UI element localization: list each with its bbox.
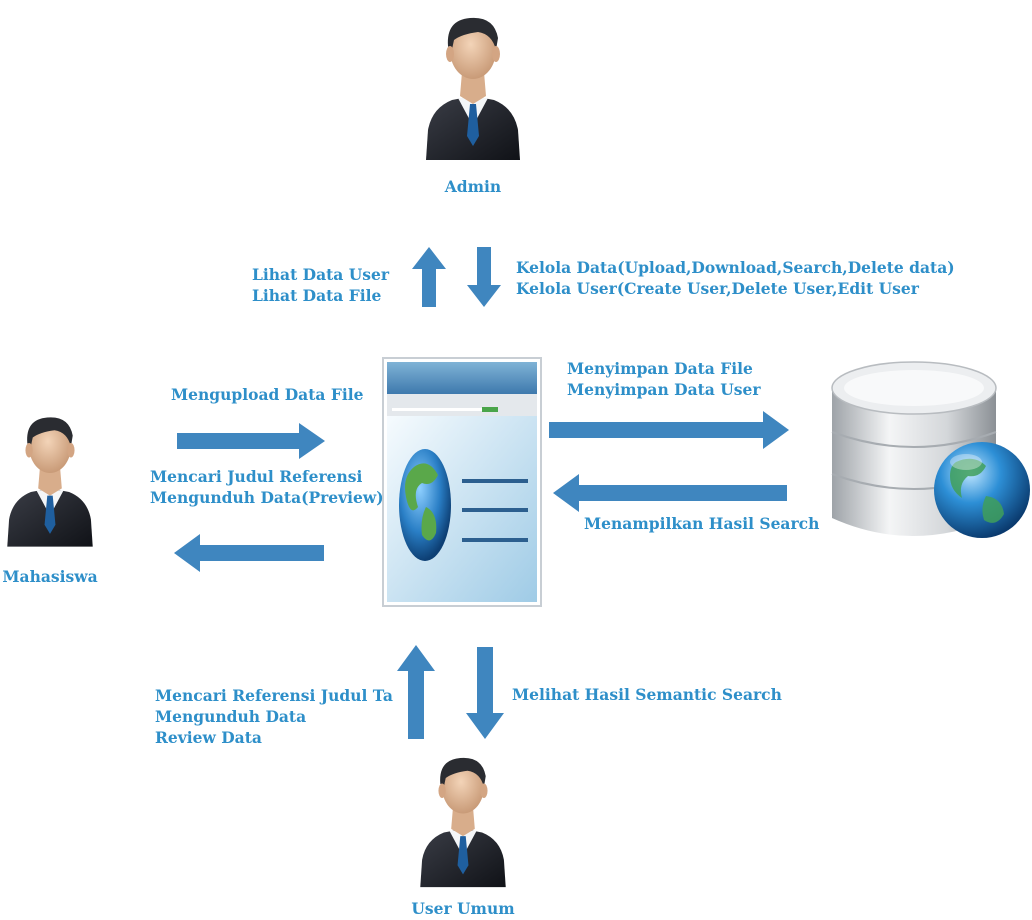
user-umum-down-label: Melihat Hasil Semantic Search — [512, 685, 782, 704]
mahasiswa-in-label: Mengupload Data File — [171, 385, 364, 404]
user-umum-up-label-1: Mencari Referensi Judul Ta — [155, 686, 393, 705]
admin-label: Admin — [444, 177, 502, 196]
admin-up-label-2: Lihat Data File — [252, 286, 382, 305]
web-application-icon — [382, 357, 542, 607]
arrow-up-admin — [412, 247, 446, 307]
arrow-right-database — [549, 411, 789, 449]
admin-down-labels: Kelola Data(Upload,Download,Search,Delet… — [516, 257, 955, 299]
user-umum-label: User Umum — [411, 899, 515, 918]
user-umum-up-labels: Mencari Referensi Judul Ta Mengunduh Dat… — [155, 685, 393, 748]
admin-up-label-1: Lihat Data User — [252, 265, 390, 284]
database-globe-icon — [826, 358, 1032, 558]
arrow-left-database — [553, 474, 787, 512]
db-to-server-label: Menampilkan Hasil Search — [584, 514, 820, 533]
arrow-left-mahasiswa — [174, 534, 324, 572]
arrow-up-user-umum — [397, 645, 435, 739]
user-umum-up-label-3: Review Data — [155, 728, 262, 747]
mahasiswa-out-labels: Mencari Judul Referensi Mengunduh Data(P… — [150, 466, 384, 508]
admin-person-icon — [418, 8, 528, 160]
server-to-db-label-1: Menyimpan Data File — [567, 359, 753, 378]
arrow-down-admin — [467, 247, 501, 307]
mahasiswa-person-icon — [0, 400, 100, 555]
server-to-db-labels: Menyimpan Data File Menyimpan Data User — [567, 358, 761, 400]
mahasiswa-out-label-2: Mengunduh Data(Preview) — [150, 488, 384, 507]
admin-down-label-2: Kelola User(Create User,Delete User,Edit… — [516, 279, 919, 298]
user-umum-up-label-2: Mengunduh Data — [155, 707, 307, 726]
arrow-down-user-umum — [466, 647, 504, 739]
admin-down-label-1: Kelola Data(Upload,Download,Search,Delet… — [516, 258, 955, 277]
mahasiswa-out-label-1: Mencari Judul Referensi — [150, 467, 363, 486]
mahasiswa-label: Mahasiswa — [2, 567, 98, 586]
admin-up-labels: Lihat Data User Lihat Data File — [252, 264, 389, 306]
user-umum-person-icon — [413, 742, 513, 894]
arrow-right-mahasiswa — [177, 423, 325, 459]
server-to-db-label-2: Menyimpan Data User — [567, 380, 761, 399]
